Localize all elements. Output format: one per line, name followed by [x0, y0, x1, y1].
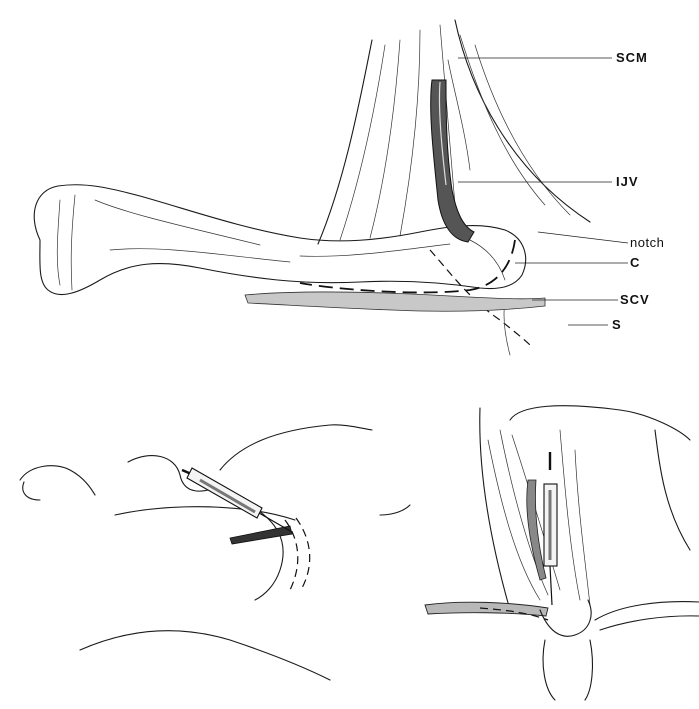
right-neck [655, 430, 690, 550]
leader-notch [538, 232, 628, 243]
label-s: S [612, 317, 622, 332]
sternal-head [540, 600, 591, 636]
label-notch: notch [630, 235, 664, 250]
internal-jugular-vein [431, 80, 474, 242]
ear-outline [20, 466, 95, 495]
lower-contour [80, 631, 330, 680]
vein-target [230, 526, 292, 544]
sternum-right [585, 640, 592, 700]
neck-muscle-right [488, 430, 590, 605]
clavicle-right [595, 602, 699, 620]
head-outline [510, 406, 690, 440]
label-scv: SCV [620, 292, 650, 307]
sternum-left [543, 640, 555, 700]
left-jaw [380, 505, 410, 515]
label-ijv: IJV [616, 174, 639, 189]
syringe-right [544, 452, 557, 605]
ear-lobe [23, 482, 40, 500]
syringe-left [182, 468, 292, 532]
bottom-right-diagram [380, 406, 699, 700]
jugular-vein-right [527, 480, 546, 580]
chest-contour [250, 505, 283, 600]
subclavian-vein [245, 292, 545, 311]
shoulder-outline [220, 425, 372, 470]
bottom-left-diagram [20, 425, 372, 680]
top-diagram: SCM IJV notch C SCV S [34, 20, 664, 355]
label-c: C [630, 255, 640, 270]
label-scm: SCM [616, 50, 648, 65]
neck-left-edge [480, 408, 510, 610]
sternum-dashed [296, 518, 310, 588]
clavicle-right-lower [600, 616, 699, 630]
